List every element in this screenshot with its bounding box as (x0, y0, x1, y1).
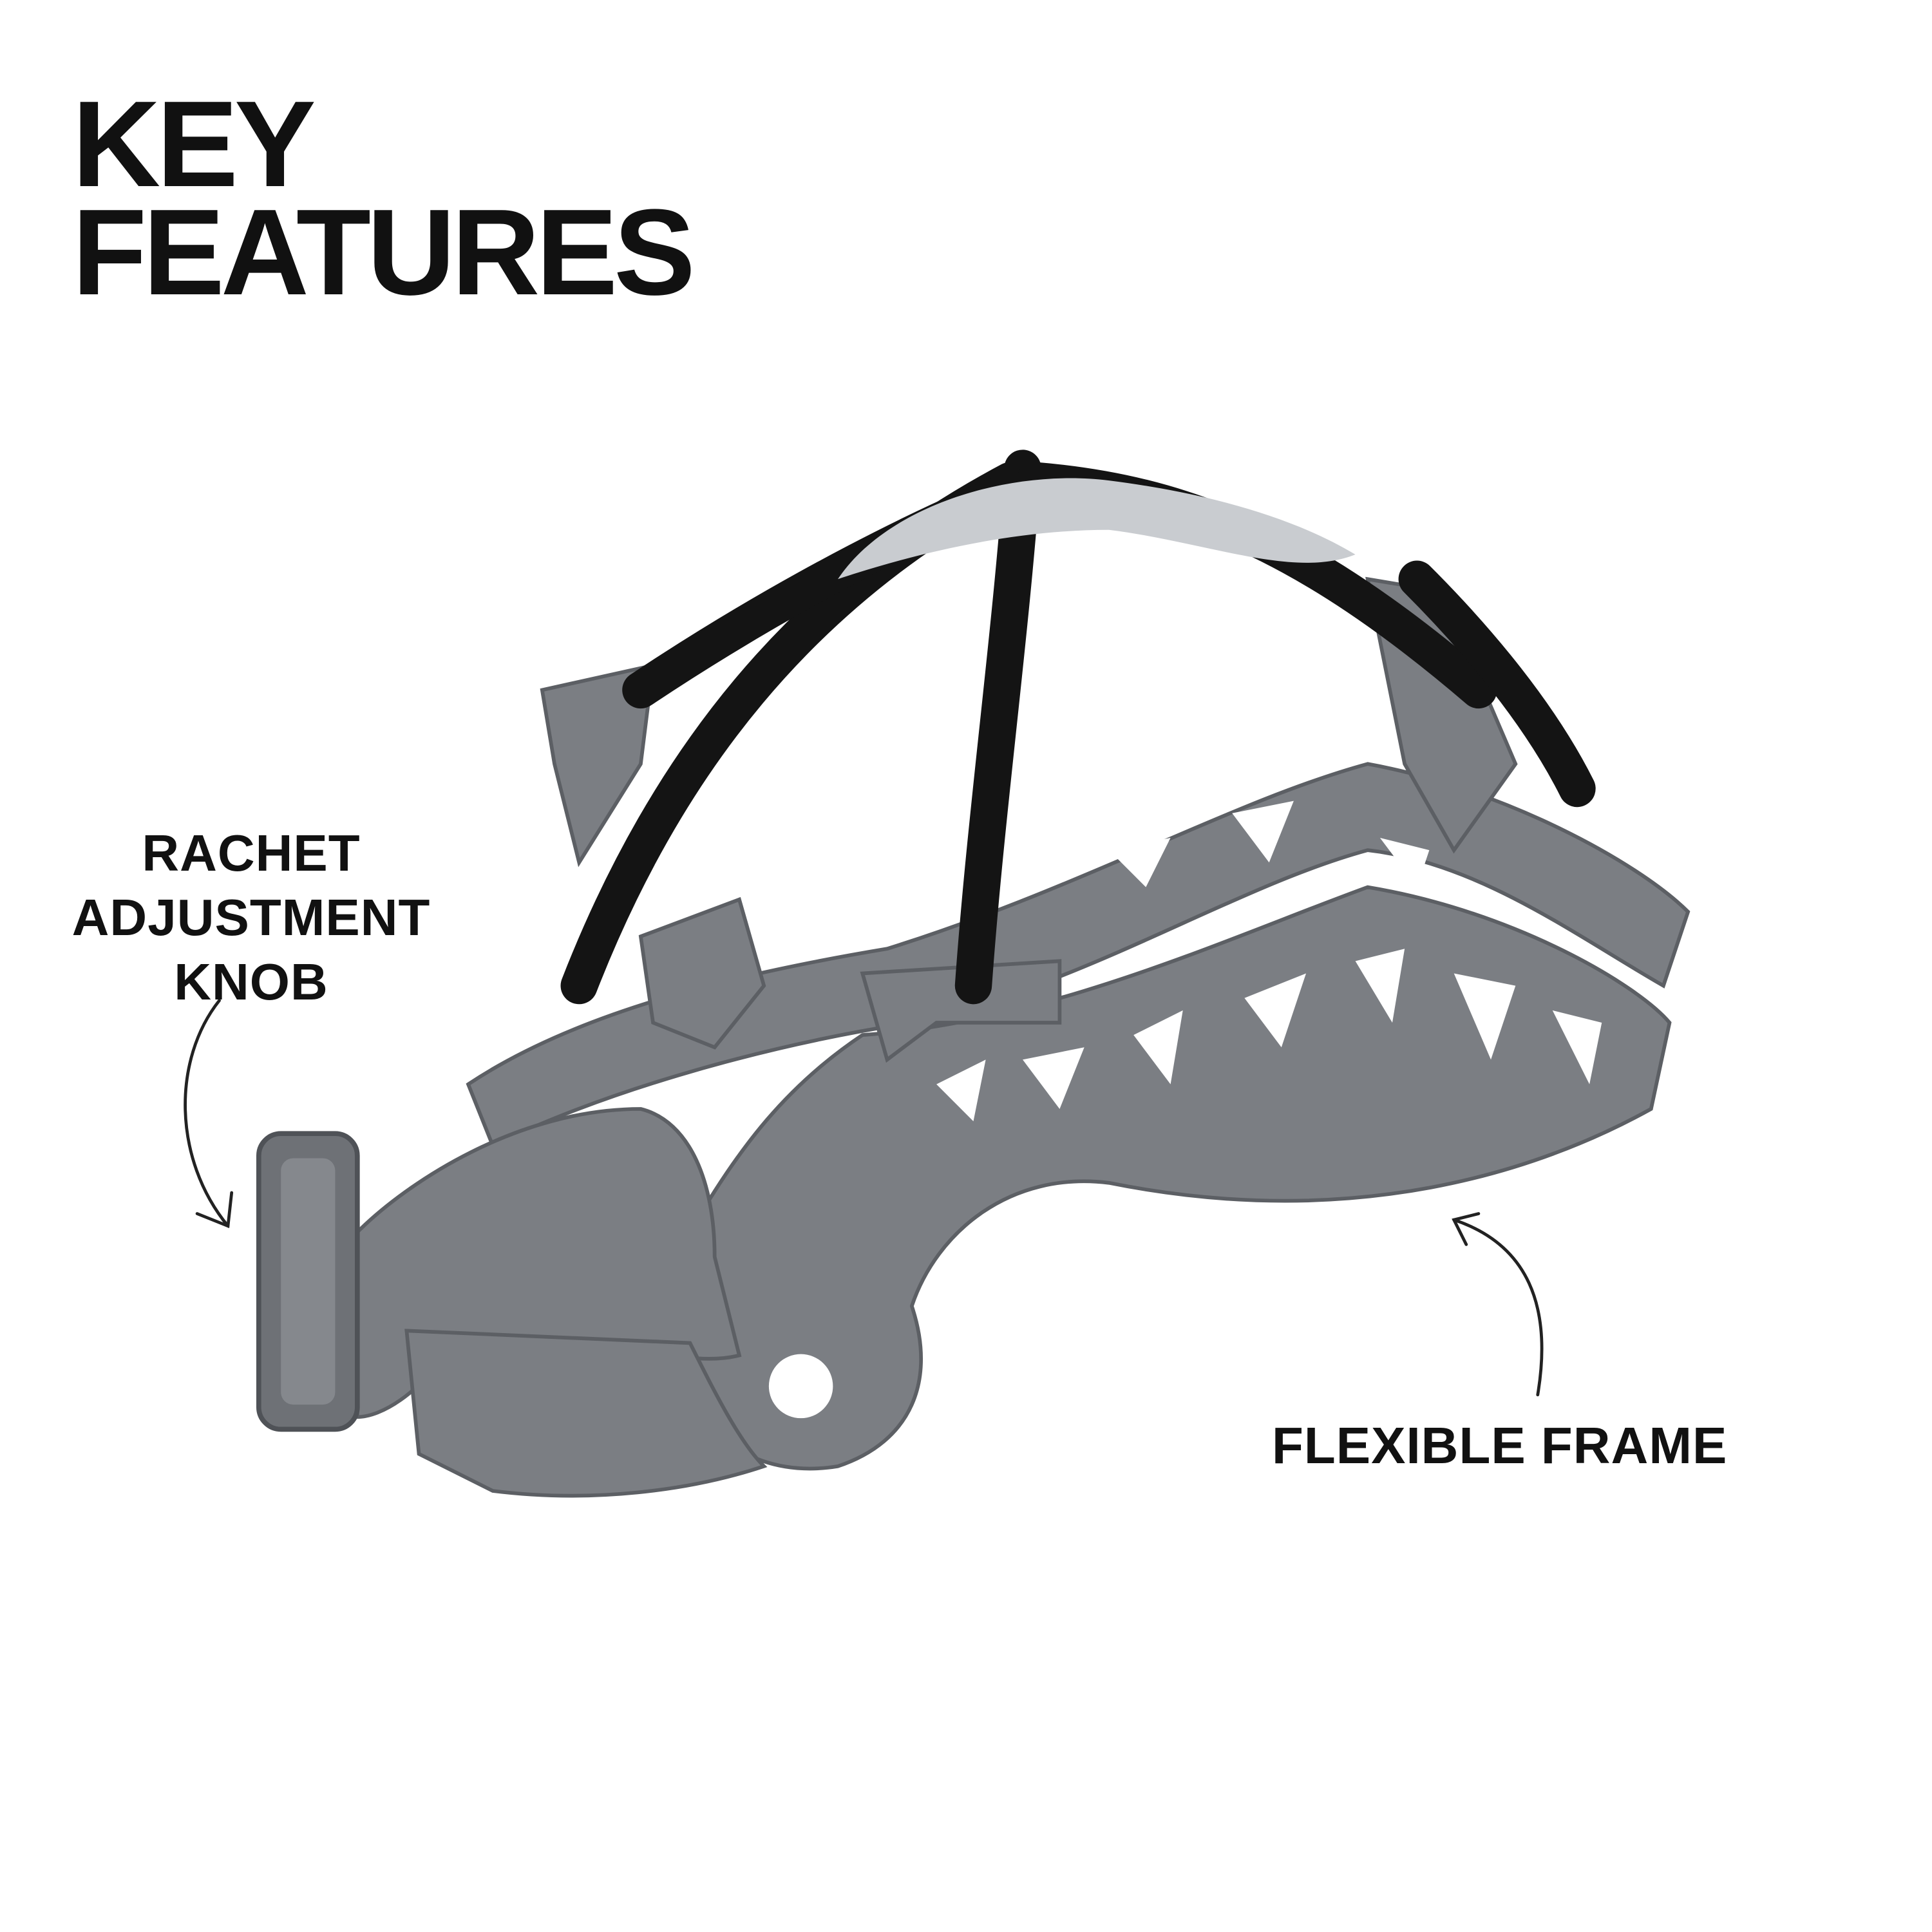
ratchet-knob (256, 1131, 360, 1432)
callout-line: KNOB (174, 953, 328, 1010)
frame-cutouts (768, 800, 1602, 1419)
callout-arrows (184, 999, 1544, 1397)
flexible-frame-callout: FLEXIBLE FRAME (1272, 1414, 1727, 1478)
frame-arrow (1452, 1218, 1544, 1397)
flexible-frame (355, 576, 1690, 1498)
callout-line: ADJUSTMENT (71, 889, 431, 946)
callout-line: RACHET (142, 824, 361, 882)
crown-pad (838, 478, 1356, 580)
title-line-2: FEATURES (72, 184, 696, 321)
callout-line: FLEXIBLE FRAME (1272, 1417, 1728, 1474)
ratchet-knob-callout: RACHET ADJUSTMENT KNOB (58, 821, 444, 1014)
title-line-1: KEY (72, 76, 316, 213)
page-title: KEY FEATURES (72, 76, 696, 321)
knob-arrow (184, 999, 230, 1228)
